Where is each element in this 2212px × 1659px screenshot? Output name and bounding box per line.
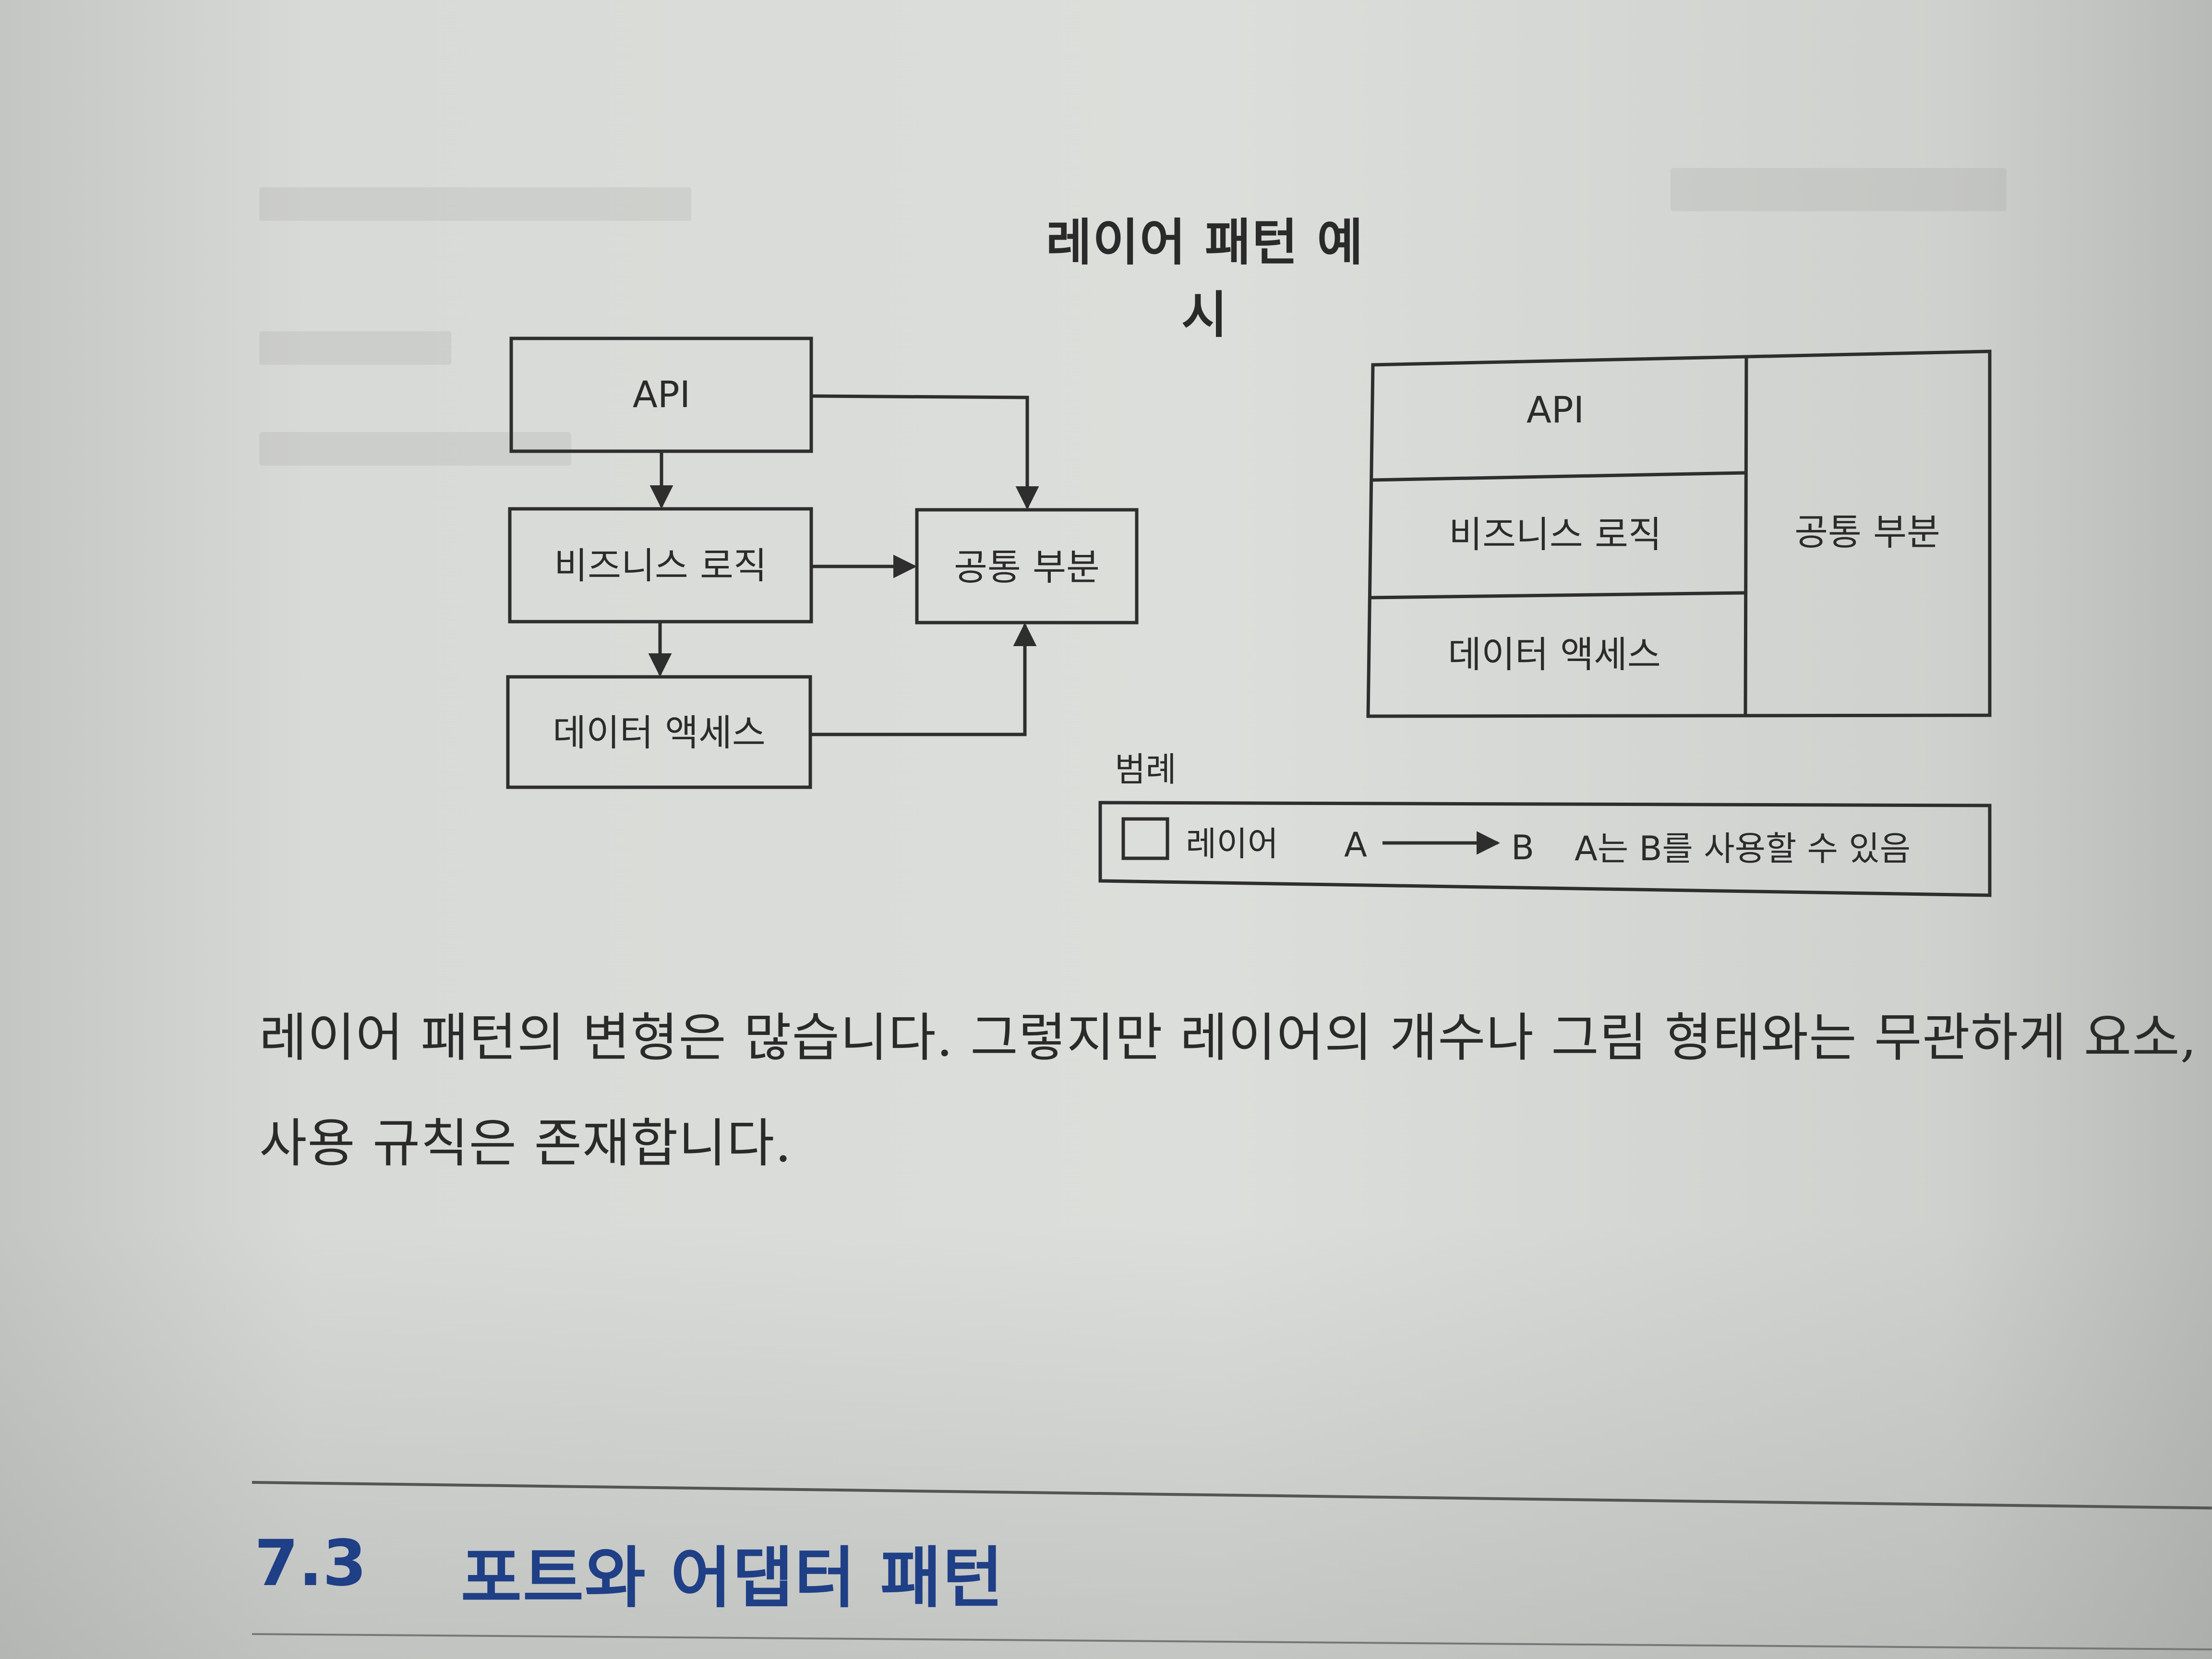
common-label: 공통 부분 <box>954 546 1100 589</box>
api-label: API <box>633 373 690 416</box>
right-diagram-row1-sep <box>1371 471 1746 482</box>
legend-heading: 범례 <box>1115 750 1177 789</box>
show-through-text <box>259 432 571 466</box>
legend-border <box>1098 801 1992 897</box>
right-data-access-label: 데이터 액세스 <box>1448 633 1661 676</box>
left-diagram <box>506 337 1139 789</box>
body-paragraph-line-2: 사용 규칙은 존재합니다. <box>259 1114 792 1174</box>
common-box <box>915 508 1139 625</box>
data-access-label: 데이터 액세스 <box>553 711 766 754</box>
right-api-label: API <box>1527 388 1584 431</box>
figure-title: 레이어 패턴 예시 <box>1046 213 1364 344</box>
show-through-text <box>259 187 691 221</box>
legend-arrow-from: A <box>1344 825 1367 865</box>
right-diagram-divider <box>1743 356 1748 716</box>
legend-arrow-meaning: A는 B를 사용할 수 있음 <box>1575 829 1911 868</box>
right-common-label: 공통 부분 <box>1794 511 1940 553</box>
right-diagram-row2-sep <box>1369 591 1746 600</box>
show-through-text <box>1671 168 2007 211</box>
page-shadow <box>0 1224 2212 1659</box>
data-access-box <box>506 675 812 789</box>
arrow-data-to-common <box>810 623 1037 736</box>
show-through-text <box>259 331 451 365</box>
legend-arrow-to: B <box>1511 828 1534 867</box>
legend <box>1098 801 1992 897</box>
section-number: 7.3 <box>254 1527 367 1600</box>
right-business-logic-label: 비즈니스 로직 <box>1449 513 1662 556</box>
section-title: 포트와 어댑터 패턴 <box>461 1539 1004 1617</box>
right-diagram <box>1366 349 1992 718</box>
legend-layer-square <box>1121 817 1169 860</box>
business-logic-label: 비즈니스 로직 <box>554 544 767 587</box>
body-paragraph-line-1: 레이어 패턴의 변형은 많습니다. 그렇지만 레이어의 개수나 그림 형태와는 … <box>259 1008 2212 1068</box>
legend-layer-label: 레이어 <box>1186 824 1278 864</box>
arrow-api-to-common <box>811 394 1039 510</box>
